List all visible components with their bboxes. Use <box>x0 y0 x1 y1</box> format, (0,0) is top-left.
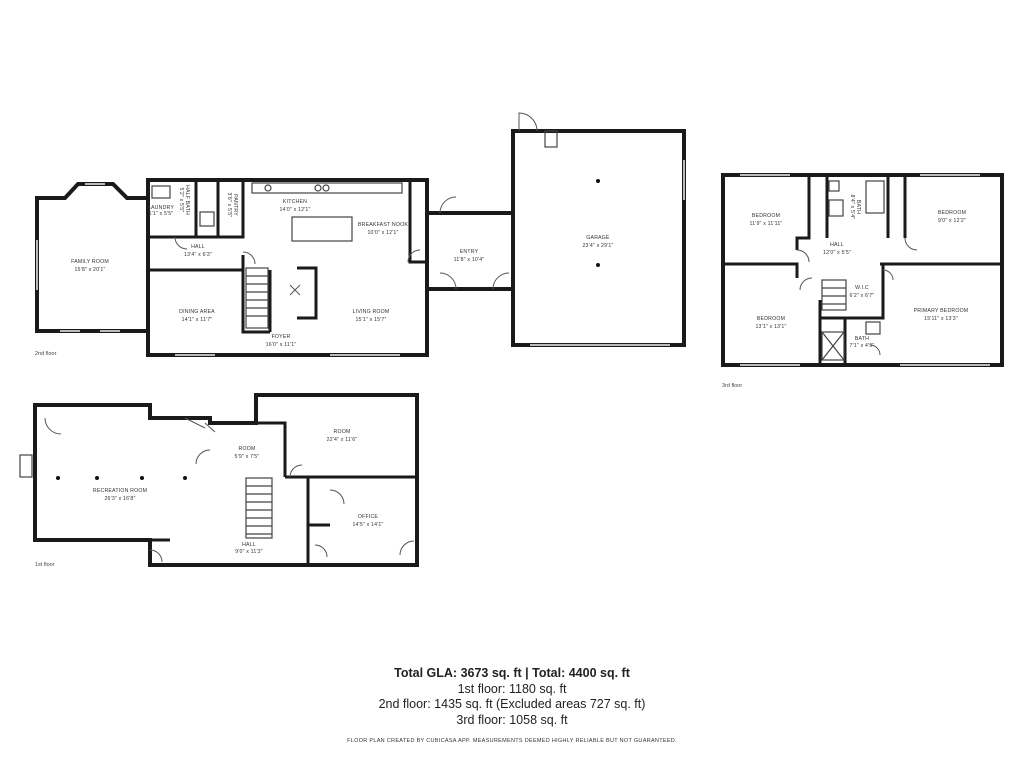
room-office-size: 14'5" x 14'1" <box>352 522 383 528</box>
room-kitchen-size: 14'0" x 12'1" <box>279 207 310 213</box>
first-floor-label: 1st floor <box>35 562 55 568</box>
room-large-size: 22'4" x 11'6" <box>327 437 358 443</box>
area-totals: Total GLA: 3673 sq. ft | Total: 4400 sq.… <box>0 666 1024 728</box>
second-floor-area: 2nd floor: 1435 sq. ft (Excluded areas 7… <box>378 697 646 711</box>
disclaimer-text: FLOOR PLAN CREATED BY CUBICASA APP. MEAS… <box>347 738 677 744</box>
room-bedroom-b-name: BEDROOM <box>938 210 966 216</box>
room-hall-1f-name: HALL <box>242 542 256 548</box>
room-entry-name: ENTRY <box>460 249 479 255</box>
room-laundry-name: LAUNDRY <box>148 205 174 211</box>
room-large-name: ROOM <box>334 429 351 435</box>
room-pantry-size: 3'6" x 5'5" <box>226 193 232 218</box>
room-hall-2f-name: HALL <box>191 244 205 250</box>
room-breakfast-nook-size: 10'0" x 12'1" <box>367 230 398 236</box>
room-dining-area-name: DINING AREA <box>179 309 215 315</box>
third-floor-label: 3rd floor <box>722 383 742 389</box>
third-floor-area: 3rd floor: 1058 sq. ft <box>456 712 568 727</box>
room-wic-name: W.I.C <box>855 285 869 291</box>
second-floor-labels: FAMILY ROOM 15'8" x 20'1" LAUNDRY 5'1" x… <box>71 185 613 348</box>
room-half-bath-name: HALF BATH <box>184 185 190 215</box>
room-breakfast-nook-name: BREAKFAST NOOK <box>358 222 408 228</box>
third-floor-labels: BEDROOM 11'9" x 11'11" BATH 8'4" x 5'4" … <box>750 195 969 349</box>
room-hall-3f-name: HALL <box>830 242 844 248</box>
room-bedroom-c-size: 13'1" x 13'1" <box>755 324 786 330</box>
room-hall-2f-size: 13'4" x 6'3" <box>184 252 212 258</box>
room-primary-bedroom-size: 15'11" x 13'3" <box>924 316 958 322</box>
room-small-name: ROOM <box>239 446 256 452</box>
room-hall-3f-size: 12'0" x 5'5" <box>823 250 851 256</box>
room-recreation-room-size: 26'3" x 16'8" <box>104 496 135 502</box>
room-hall-1f-size: 9'0" x 11'3" <box>235 549 263 555</box>
room-entry-size: 11'8" x 10'4" <box>454 257 485 263</box>
first-floor-area: 1st floor: 1180 sq. ft <box>457 681 567 696</box>
first-floor-plan: 1st floor <box>19 393 419 568</box>
room-family-room-size: 15'8" x 20'1" <box>74 267 105 273</box>
room-bedroom-a-size: 11'9" x 11'11" <box>750 221 783 227</box>
room-dining-area-size: 14'1" x 11'7" <box>182 317 213 323</box>
room-garage-name: GARAGE <box>586 235 610 241</box>
room-kitchen-name: KITCHEN <box>283 199 307 205</box>
second-floor-label: 2nd floor <box>35 351 57 357</box>
room-family-room-name: FAMILY ROOM <box>71 259 109 265</box>
second-floor-plan: 2nd floor <box>35 112 686 357</box>
room-half-bath-size: 5'2" x 5'5" <box>178 188 184 213</box>
room-recreation-room-name: RECREATION ROOM <box>93 488 147 494</box>
room-wic-size: 6'2" x 6'7" <box>850 293 875 299</box>
room-primary-bedroom-name: PRIMARY BEDROOM <box>914 308 969 314</box>
room-bedroom-a-name: BEDROOM <box>752 213 780 219</box>
third-floor-plan: 3rd floor <box>721 173 1004 389</box>
room-bedroom-c-name: BEDROOM <box>757 316 785 322</box>
total-gla: Total GLA: 3673 sq. ft | Total: 4400 sq.… <box>394 666 630 680</box>
room-garage-size: 23'4" x 29'1" <box>582 243 613 249</box>
room-office-name: OFFICE <box>358 514 379 520</box>
room-bedroom-b-size: 9'0" x 12'2" <box>938 218 966 224</box>
room-bath-name: BATH <box>855 336 869 342</box>
first-floor-labels: RECREATION ROOM 26'3" x 16'8" ROOM 5'9" … <box>93 429 383 555</box>
room-living-room-name: LIVING ROOM <box>353 309 390 315</box>
room-bath-top-size: 8'4" x 5'4" <box>849 195 855 220</box>
room-living-room-size: 15'1" x 15'7" <box>355 317 386 323</box>
room-foyer-name: FOYER <box>272 334 291 340</box>
room-bath-top-name: BATH <box>855 200 861 214</box>
room-bath-size: 7'1" x 4'9" <box>850 343 875 349</box>
room-small-size: 5'9" x 7'5" <box>235 454 260 460</box>
room-pantry-name: PANTRY <box>232 194 238 216</box>
room-foyer-size: 16'0" x 11'1" <box>266 342 297 348</box>
room-laundry-size: 5'1" x 5'5" <box>149 211 174 217</box>
